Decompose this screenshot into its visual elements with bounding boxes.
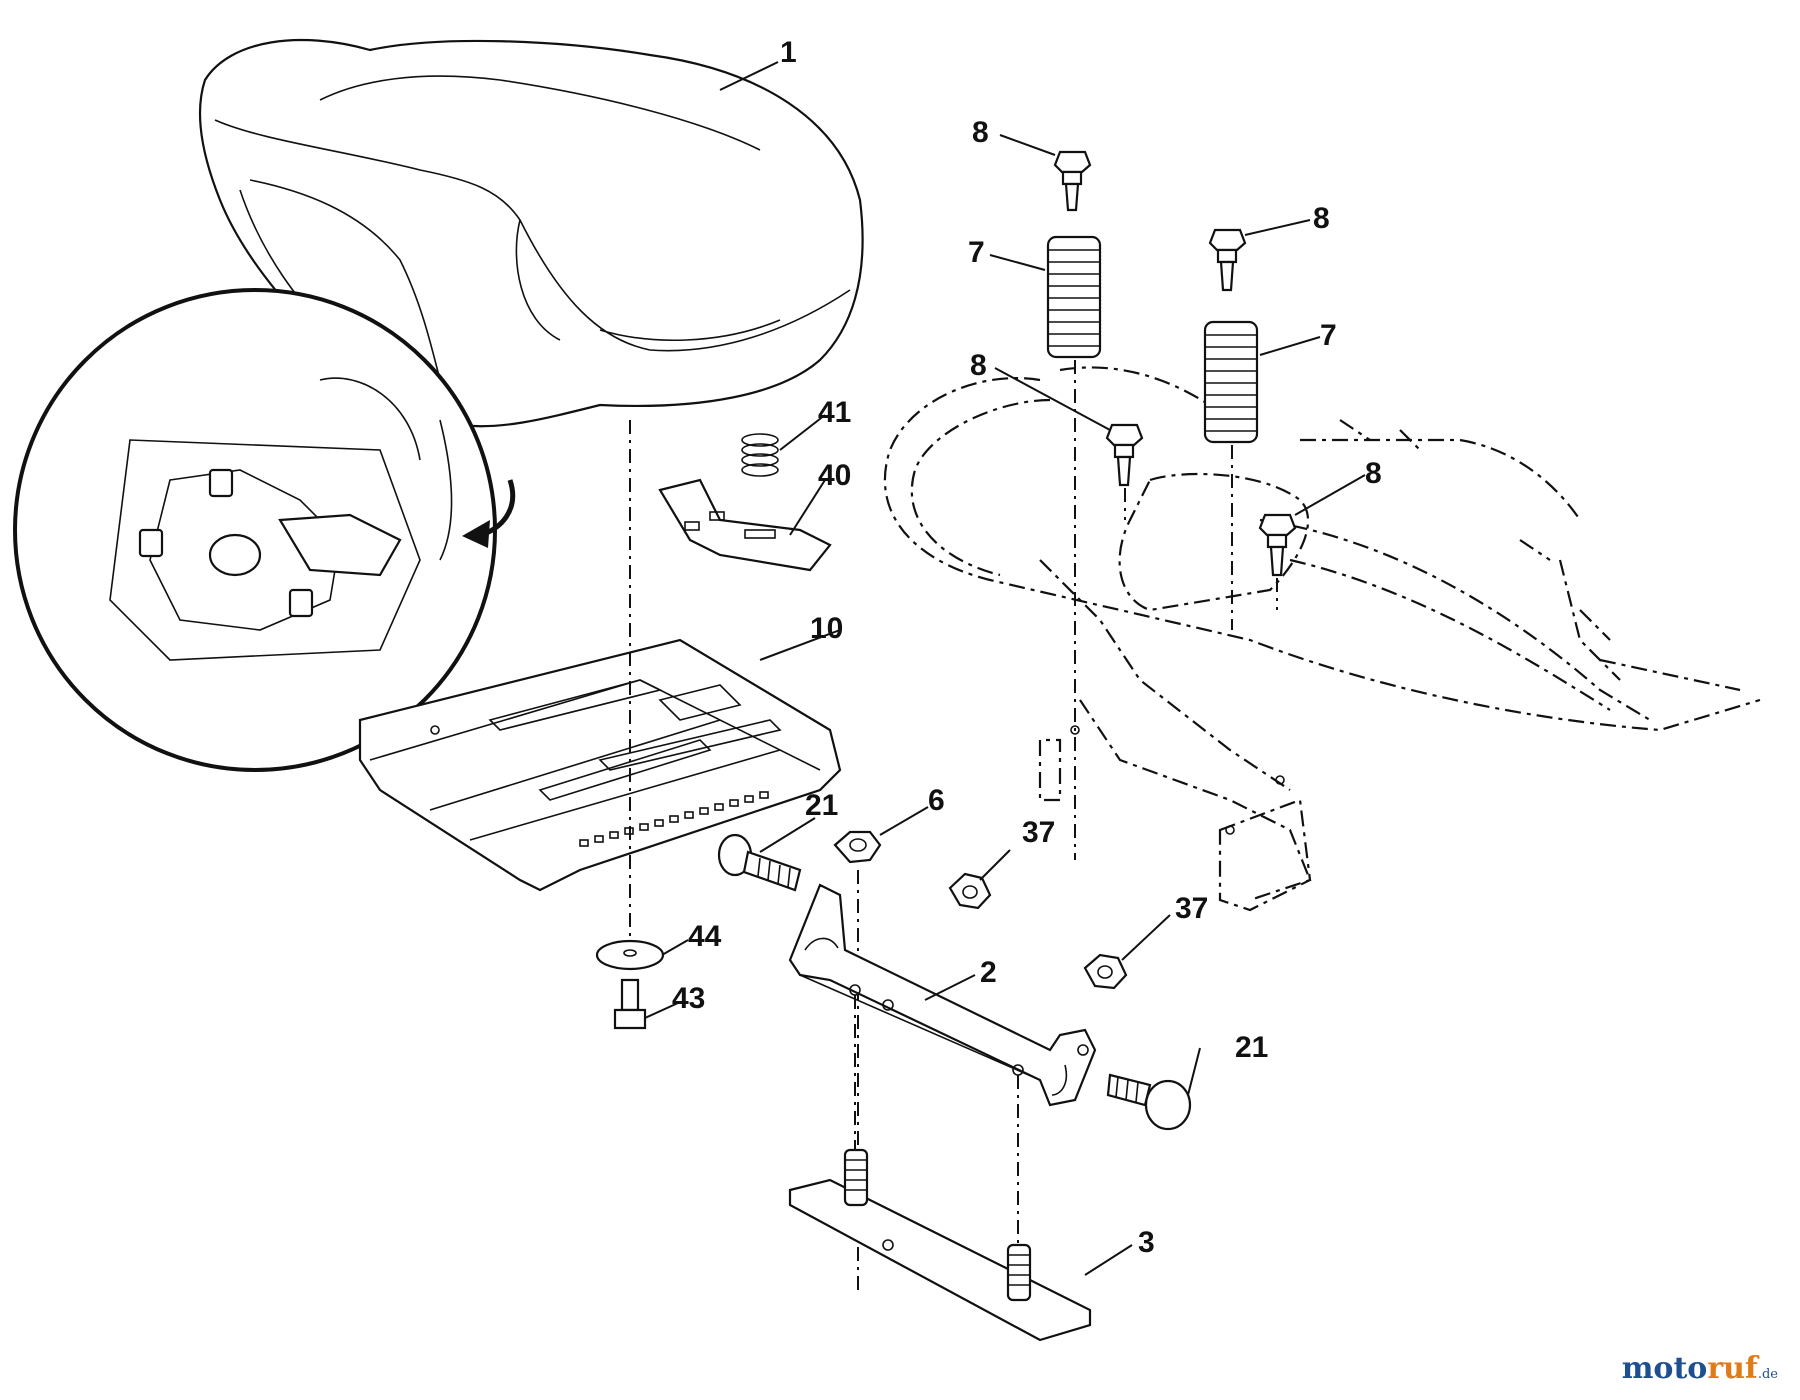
bolt-part-8-c (1105, 423, 1144, 487)
callout-41: 41 (818, 396, 851, 429)
nut-part-37-lower (1083, 953, 1128, 990)
watermark-logo: motoruf.de (1621, 1351, 1778, 1386)
bolt-part-8-b (1208, 228, 1247, 292)
washer-part-44 (595, 939, 665, 971)
latch-part-40 (658, 478, 832, 572)
nut-part-37-upper (948, 872, 992, 910)
callout-10: 10 (810, 612, 843, 645)
callout-37-a: 37 (1022, 816, 1055, 849)
callout-6: 6 (928, 784, 945, 817)
mower-body-outline (883, 366, 1761, 912)
seat-plate-part-10 (358, 638, 842, 892)
nut-part-6 (833, 830, 882, 864)
bracket-part-2 (788, 883, 1097, 1107)
spring-part-7-b (1203, 320, 1259, 444)
callout-37-b: 37 (1175, 892, 1208, 925)
spring-part-7-a (1046, 235, 1102, 359)
bolt-part-8-a (1053, 150, 1092, 212)
bolt-part-21-right (1106, 1073, 1192, 1131)
stud-right (1006, 1243, 1032, 1302)
callout-3: 3 (1138, 1226, 1155, 1259)
plate-part-3 (788, 1148, 1092, 1342)
callout-7-a: 7 (968, 236, 985, 269)
bolt-part-8-d (1258, 513, 1297, 577)
direction-arrow (462, 479, 516, 548)
callout-2: 2 (980, 956, 997, 989)
callout-40: 40 (818, 459, 851, 492)
leader-lines (644, 61, 1366, 1276)
callout-8-b: 8 (1313, 202, 1330, 235)
callout-21-b: 21 (1235, 1031, 1268, 1064)
callout-44: 44 (688, 920, 722, 953)
callout-8-c: 8 (970, 349, 987, 382)
callout-21-a: 21 (805, 789, 838, 822)
callout-labels: 1 2 3 6 7 7 8 8 8 8 10 21 21 37 37 40 41… (672, 36, 1382, 1259)
callout-43: 43 (672, 982, 705, 1015)
bolt-part-43 (613, 978, 647, 1030)
callout-1: 1 (780, 36, 797, 69)
callout-8-d: 8 (1365, 457, 1382, 490)
callout-7-b: 7 (1320, 319, 1337, 352)
callout-8-a: 8 (972, 116, 989, 149)
detail-inset-circle (13, 288, 497, 772)
stud-left (843, 1148, 869, 1207)
spring-part-41 (741, 433, 779, 477)
bolt-part-21-left (717, 833, 802, 892)
